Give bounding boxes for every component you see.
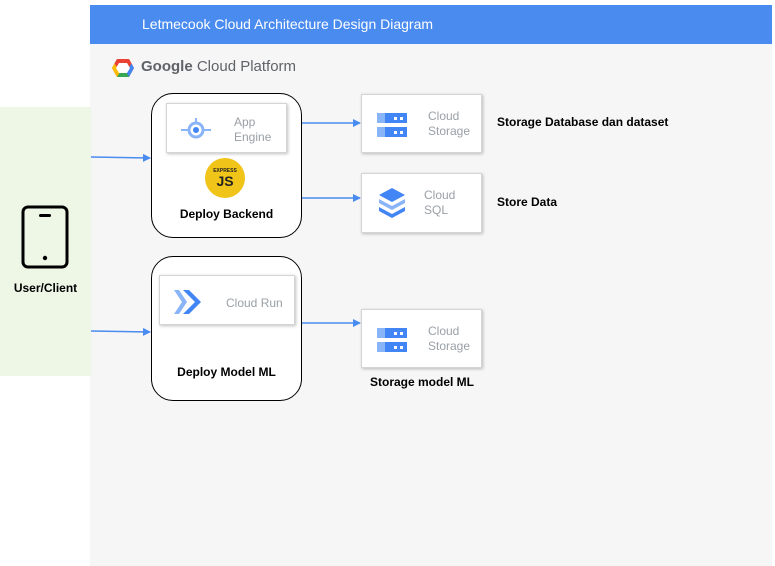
cloud-storage-card-1[interactable]: Cloud Storage	[361, 94, 482, 153]
smartphone-icon	[21, 205, 69, 269]
title-bar: Letmecook Cloud Architecture Design Diag…	[90, 5, 772, 44]
expressjs-logo-icon: EXPRESS JS	[205, 158, 245, 198]
cloud-storage-icon	[377, 328, 407, 352]
express-small-text: EXPRESS	[213, 168, 237, 174]
express-js-text: JS	[216, 173, 234, 189]
sql-caption: Store Data	[497, 195, 558, 209]
app-engine-card[interactable]: App Engine	[166, 103, 287, 153]
cloud-run-icon	[174, 290, 201, 314]
client-region	[0, 107, 91, 376]
cloud-storage-icon	[377, 113, 407, 137]
cloud-storage-label-2: Cloud Storage	[428, 324, 471, 353]
storage-caption-2: Storage model ML	[370, 375, 475, 389]
cloud-run-label: Cloud Run	[226, 296, 283, 310]
cloud-storage-label-1: Cloud Storage	[428, 109, 471, 138]
platform-product: Cloud Platform	[196, 58, 297, 75]
cloud-sql-icon	[379, 188, 405, 218]
storage-caption-1: Storage Database dan dataset	[497, 115, 669, 129]
cloud-sql-card[interactable]: Cloud SQL	[361, 173, 482, 233]
cloud-run-card[interactable]: Cloud Run	[159, 275, 295, 325]
deploy-model-label: Deploy Model ML	[177, 365, 276, 379]
diagram-title: Letmecook Cloud Architecture Design Diag…	[142, 16, 434, 32]
deploy-backend-label: Deploy Backend	[179, 207, 274, 221]
platform-brand: Google	[141, 58, 193, 75]
cloud-storage-card-2[interactable]: Cloud Storage	[361, 309, 482, 368]
platform-label: Google Cloud Platform	[141, 58, 296, 75]
cloud-sql-label: Cloud SQL	[424, 188, 456, 217]
app-engine-icon	[181, 118, 211, 139]
app-engine-label: App Engine	[234, 115, 272, 144]
client-label: User/Client	[13, 281, 78, 295]
google-cloud-logo-icon	[112, 59, 134, 77]
